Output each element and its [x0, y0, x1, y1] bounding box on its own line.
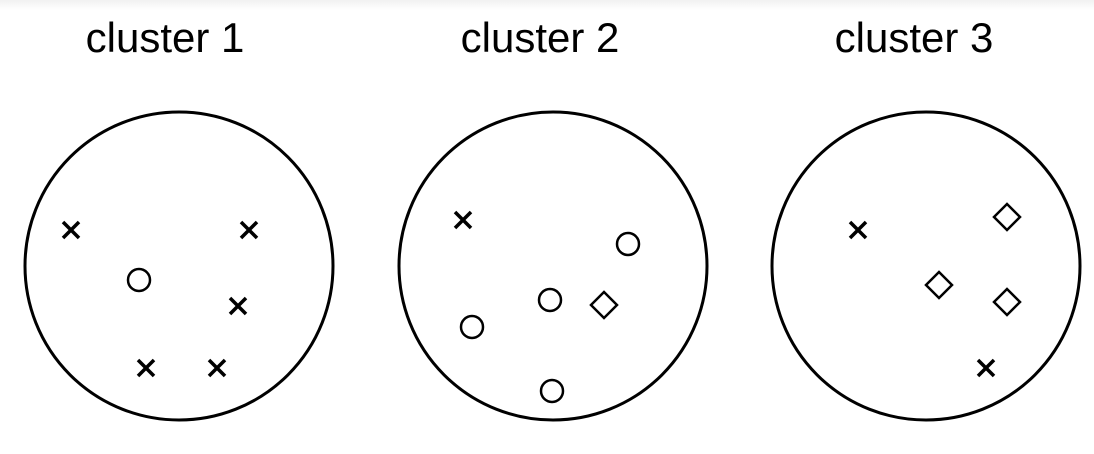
circle-marker [615, 231, 641, 257]
cross-marker [848, 220, 868, 240]
cross-marker [228, 296, 248, 316]
cluster-2-title: cluster 2 [460, 14, 620, 61]
cluster-3-boundary [770, 110, 1082, 422]
cross-marker [453, 210, 473, 230]
circle-marker [126, 267, 152, 293]
circle-marker [539, 378, 565, 404]
diamond-marker [992, 287, 1022, 317]
top-shade [0, 0, 1094, 10]
cross-marker [207, 358, 227, 378]
cross-marker [239, 220, 259, 240]
diamond-marker [924, 270, 954, 300]
circle-marker [537, 287, 563, 313]
circle-marker [459, 314, 485, 340]
cluster-1-title: cluster 1 [85, 14, 245, 61]
cross-marker [61, 220, 81, 240]
cross-marker [136, 358, 156, 378]
cluster-2-boundary [397, 110, 709, 422]
cluster-1-boundary [23, 110, 335, 422]
diamond-marker [992, 202, 1022, 232]
cluster-3-title: cluster 3 [834, 14, 994, 61]
cross-marker [976, 358, 996, 378]
diamond-marker [589, 290, 619, 320]
